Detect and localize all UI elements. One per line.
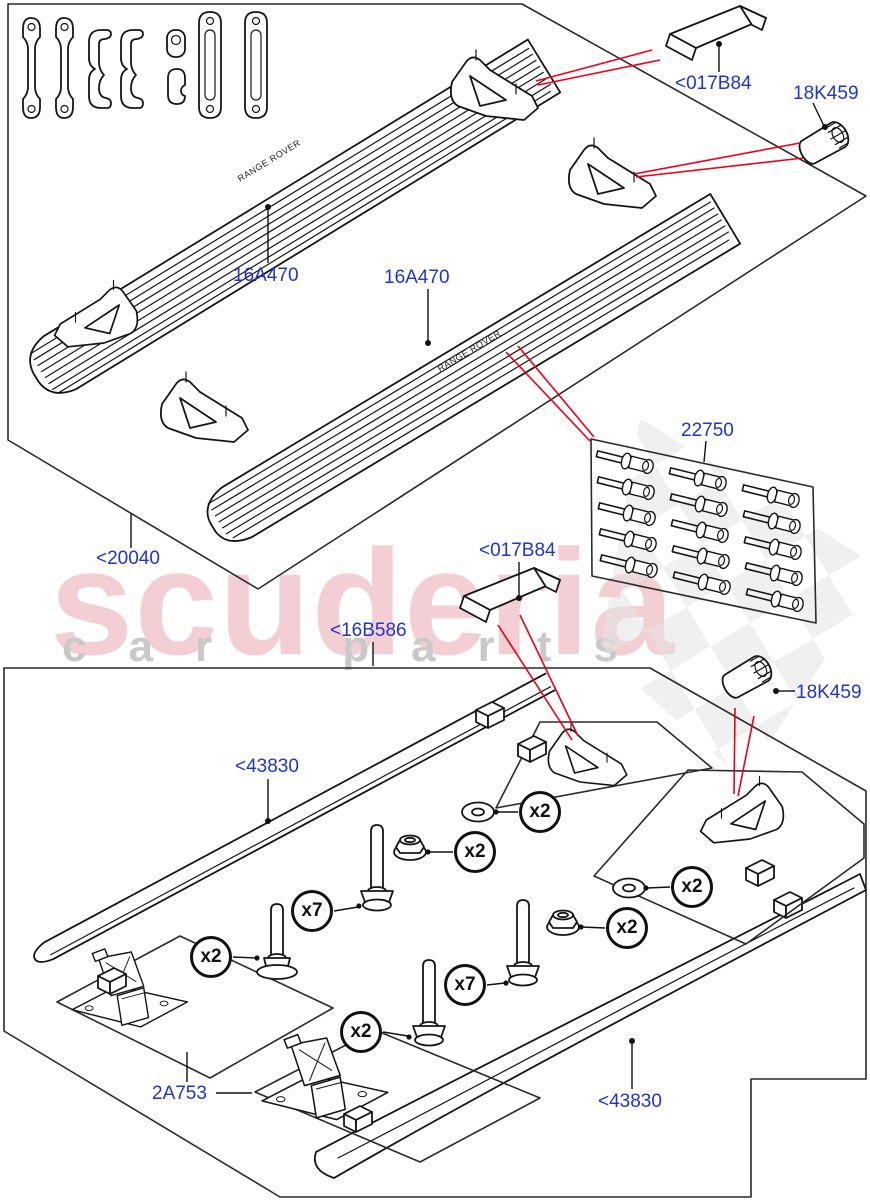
red-pointer-lines — [497, 49, 804, 797]
flange-nut — [393, 834, 427, 861]
running-board-lower: RANGE ROVER — [159, 137, 742, 542]
callout-22750[interactable]: 22750 — [681, 420, 734, 441]
support-bracket — [699, 775, 785, 844]
leader-lines — [130, 41, 828, 1094]
bracket-box-center — [254, 1029, 541, 1163]
board-bracket — [159, 371, 249, 443]
qty-badge-bolt-hex-lower: x7 — [444, 964, 486, 1006]
gasket-strap — [55, 17, 74, 119]
qty-badge-bolt-flanged: x2 — [190, 936, 232, 978]
bracket-clip — [745, 859, 775, 887]
flange-nut — [546, 909, 580, 936]
gasket-handle — [244, 11, 268, 119]
washer — [461, 801, 495, 823]
mounting-bracket — [71, 948, 189, 1028]
board-marking-text: RANGE ROVER — [236, 138, 303, 184]
gasket-handle — [198, 11, 222, 119]
side-rail-lower — [313, 873, 867, 1179]
callout-18k459-bottom[interactable]: 18K459 — [796, 682, 862, 703]
callout-16a470-lower[interactable]: 16A470 — [384, 267, 450, 288]
callout-43830-upper[interactable]: <43830 — [235, 756, 299, 777]
rail-clip — [475, 701, 505, 729]
hex-bolt — [360, 824, 394, 912]
gasket-set — [22, 11, 268, 119]
bracket-box-upper — [495, 721, 713, 809]
end-trim-part — [665, 5, 767, 61]
callout-16b586[interactable]: <16B586 — [330, 620, 407, 641]
qty-badge-washer-upper: x2 — [519, 791, 561, 833]
upper-kit-outline — [7, 3, 867, 590]
callout-18k459-top[interactable]: 18K459 — [793, 83, 859, 104]
callout-017b84-top[interactable]: <017B84 — [675, 73, 752, 94]
rivet-panel — [590, 438, 817, 624]
side-rail-upper — [33, 672, 556, 963]
qty-badge-bolt-hex-upper: x7 — [291, 890, 333, 932]
lower-kit-outline — [3, 667, 867, 1198]
hex-bolt — [506, 899, 540, 987]
callout-20040[interactable]: <20040 — [96, 548, 160, 569]
gasket-strap — [22, 17, 41, 119]
callout-017b84-bottom[interactable]: <017B84 — [479, 540, 556, 561]
qty-badge-washer-mid: x2 — [671, 866, 713, 908]
bracket-clip — [517, 735, 547, 763]
qty-badge-nut-upper: x2 — [454, 831, 496, 873]
qty-badge-nut-mid: x2 — [606, 907, 648, 949]
gasket-s-strip — [120, 29, 144, 109]
washer — [612, 877, 646, 899]
checkered-flag-watermark — [600, 418, 870, 780]
callout-16a470-upper[interactable]: 16A470 — [233, 265, 299, 286]
gasket-small-blob — [167, 68, 186, 105]
gasket-small-pad — [166, 29, 186, 58]
end-trim-part — [459, 567, 561, 623]
hex-bolt — [412, 959, 446, 1047]
watermark-brand: scuderia — [50, 518, 675, 686]
bracket-box-left — [56, 935, 334, 1079]
callout-43830-lower[interactable]: <43830 — [598, 1091, 662, 1112]
gasket-s-strip — [88, 29, 112, 109]
watermark-tagline: car parts — [62, 622, 660, 671]
qty-badge-bolt-lower: x2 — [340, 1011, 382, 1053]
callout-2a753[interactable]: 2A753 — [152, 1083, 207, 1104]
bracket-box-right — [593, 769, 865, 945]
support-bracket — [547, 721, 628, 787]
